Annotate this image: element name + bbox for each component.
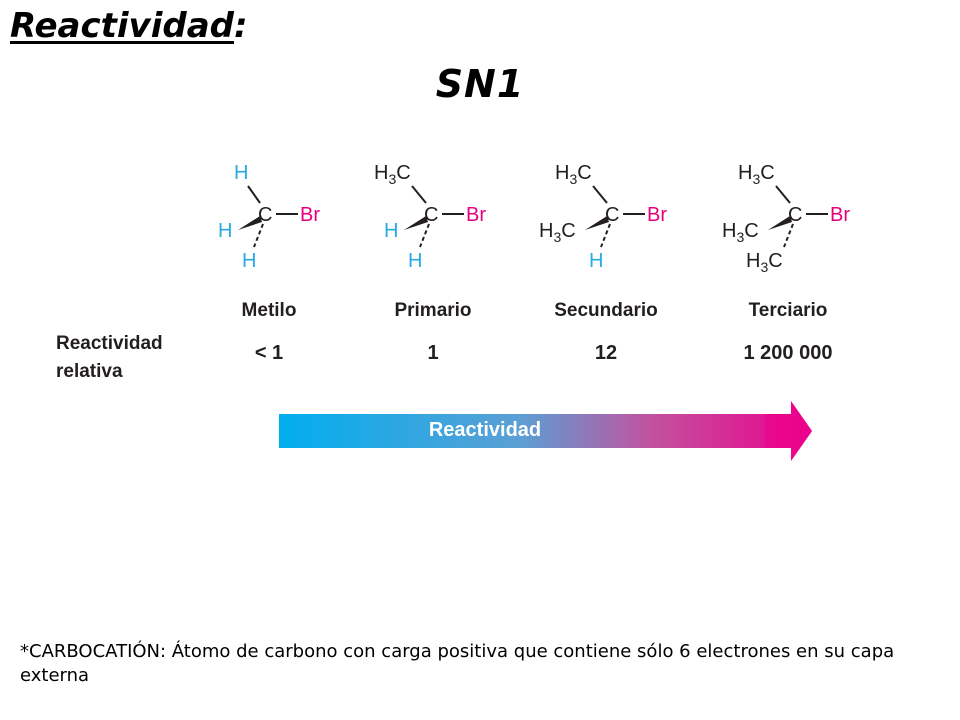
atom-center: C — [258, 204, 272, 226]
reactivity-value-metilo: < 1 — [254, 342, 284, 364]
atom-left: H3C — [539, 220, 576, 245]
relative-reactivity-label: Reactividad relativa — [56, 330, 216, 386]
atom-left: H — [218, 220, 232, 242]
wedge-bond — [585, 216, 609, 230]
atom-right: Br — [830, 204, 850, 226]
atom-bottom: H — [589, 250, 603, 272]
atom-left: H — [384, 220, 398, 242]
wedge-bond — [238, 216, 262, 230]
column-name-terciario: Terciario — [748, 300, 828, 321]
bond-top — [775, 185, 791, 204]
slide-subtitle: SN1 — [435, 62, 525, 106]
molecule-metilo: H H H C Br — [218, 162, 320, 272]
row-label-line2: relativa — [56, 361, 123, 382]
title-colon: : — [234, 6, 248, 46]
column-name-metilo: Metilo — [241, 300, 297, 321]
title-text: Reactividad — [10, 6, 234, 46]
atom-top: H3C — [374, 162, 411, 187]
bond-top — [247, 185, 261, 204]
reactivity-value-terciario: 1 200 000 — [743, 342, 833, 364]
atom-left: H3C — [722, 220, 759, 245]
atom-bottom: H — [242, 250, 256, 272]
dash-bond — [419, 223, 430, 248]
bond-top — [592, 185, 608, 204]
bond-top — [411, 185, 427, 204]
molecule-secundario: H3C H3C H C Br — [539, 162, 667, 272]
atom-right: Br — [300, 204, 320, 226]
wedge-bond — [404, 216, 428, 230]
atom-top: H3C — [738, 162, 775, 187]
atom-top: H — [234, 162, 248, 184]
reactivity-arrow: Reactividad — [279, 401, 812, 461]
reactivity-value-secundario: 12 — [594, 342, 618, 364]
atom-right: Br — [466, 204, 486, 226]
column-name-secundario: Secundario — [554, 300, 658, 321]
arrow-label: Reactividad — [428, 419, 542, 441]
row-label-line1: Reactividad — [56, 333, 163, 354]
dash-bond — [783, 223, 794, 248]
atom-center: C — [788, 204, 802, 226]
reactivity-value-primario: 1 — [427, 342, 439, 364]
dash-bond — [253, 223, 264, 248]
atom-center: C — [605, 204, 619, 226]
atom-center: C — [424, 204, 438, 226]
arrow-shape — [279, 401, 812, 461]
carbocation-footnote: *CARBOCATIÓN: Átomo de carbono con carga… — [20, 641, 895, 686]
atom-top: H3C — [555, 162, 592, 187]
atom-bottom: H3C — [746, 250, 783, 275]
wedge-bond — [768, 216, 792, 230]
molecule-primario: H3C H H C Br — [374, 162, 486, 272]
dash-bond — [600, 223, 611, 248]
atom-right: Br — [647, 204, 667, 226]
column-name-primario: Primario — [394, 300, 472, 321]
atom-bottom: H — [408, 250, 422, 272]
molecule-terciario: H3C H3C H3C C Br — [722, 162, 850, 275]
slide-title: Reactividad: — [10, 6, 248, 46]
